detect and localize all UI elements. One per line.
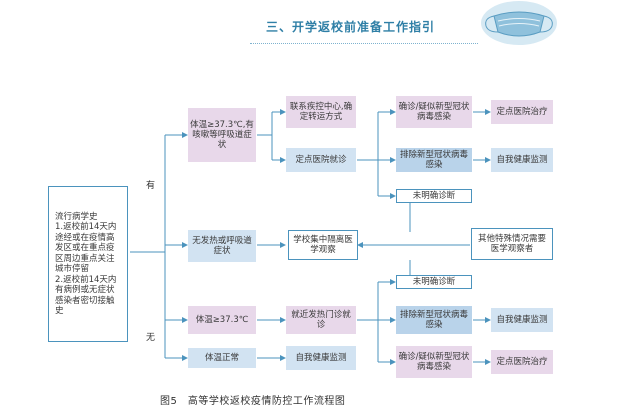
hospital-treatment-box-2: 定点医院治疗: [491, 350, 553, 374]
page-header: 三、开学返校前准备工作指引: [250, 14, 550, 44]
yes-label: 有: [146, 181, 156, 191]
excluded-infection-box-2: 排除新型冠状病毒感染: [396, 306, 472, 334]
undiagnosed-box-2: 未明确诊断: [396, 275, 472, 289]
epidemiological-history-box: 流行病学史 1.返校前14天内途经或在疫情高发区或在重点疫区周边重点关注城市停留…: [48, 186, 128, 342]
section-title: 三、开学返校前准备工作指引: [266, 20, 436, 34]
confirmed-suspected-box-1: 确诊/疑似新型冠状病毒感染: [396, 96, 472, 128]
figure-caption: 图5 高等学校返校疫情防控工作流程图: [160, 396, 346, 407]
school-quarantine-box: 学校集中隔离医学观察: [288, 230, 358, 260]
temperature-high-box: 体温≥37.3℃: [188, 306, 256, 334]
contact-cdc-box: 联系疾控中心,确定转运方式: [286, 96, 356, 128]
hospital-treatment-box-1: 定点医院治疗: [491, 100, 553, 124]
no-fever-box: 无发热或呼吸道症状: [188, 230, 256, 262]
normal-temperature-box: 体温正常: [188, 348, 256, 368]
confirmed-suspected-box-2: 确诊/疑似新型冠状病毒感染: [396, 346, 472, 378]
face-mask-icon: [481, 1, 557, 45]
excluded-infection-box-1: 排除新型冠状病毒感染: [396, 148, 472, 172]
self-monitor-box-2: 自我健康监测: [491, 308, 553, 332]
no-label: 无: [146, 333, 156, 343]
undiagnosed-box-1: 未明确诊断: [396, 189, 472, 203]
self-monitor-box-3: 自我健康监测: [286, 346, 356, 370]
header-divider: [250, 43, 478, 44]
self-monitor-box-1: 自我健康监测: [491, 148, 553, 172]
special-cases-box: 其他特殊情况需要医学观察者: [471, 228, 553, 260]
designated-hospital-visit-box: 定点医院就诊: [286, 148, 356, 172]
nearby-fever-clinic-box: 就近发热门诊就诊: [286, 306, 356, 334]
fever-symptoms-box: 体温≥37.3℃,有咳嗽等呼吸道症状: [188, 108, 256, 162]
